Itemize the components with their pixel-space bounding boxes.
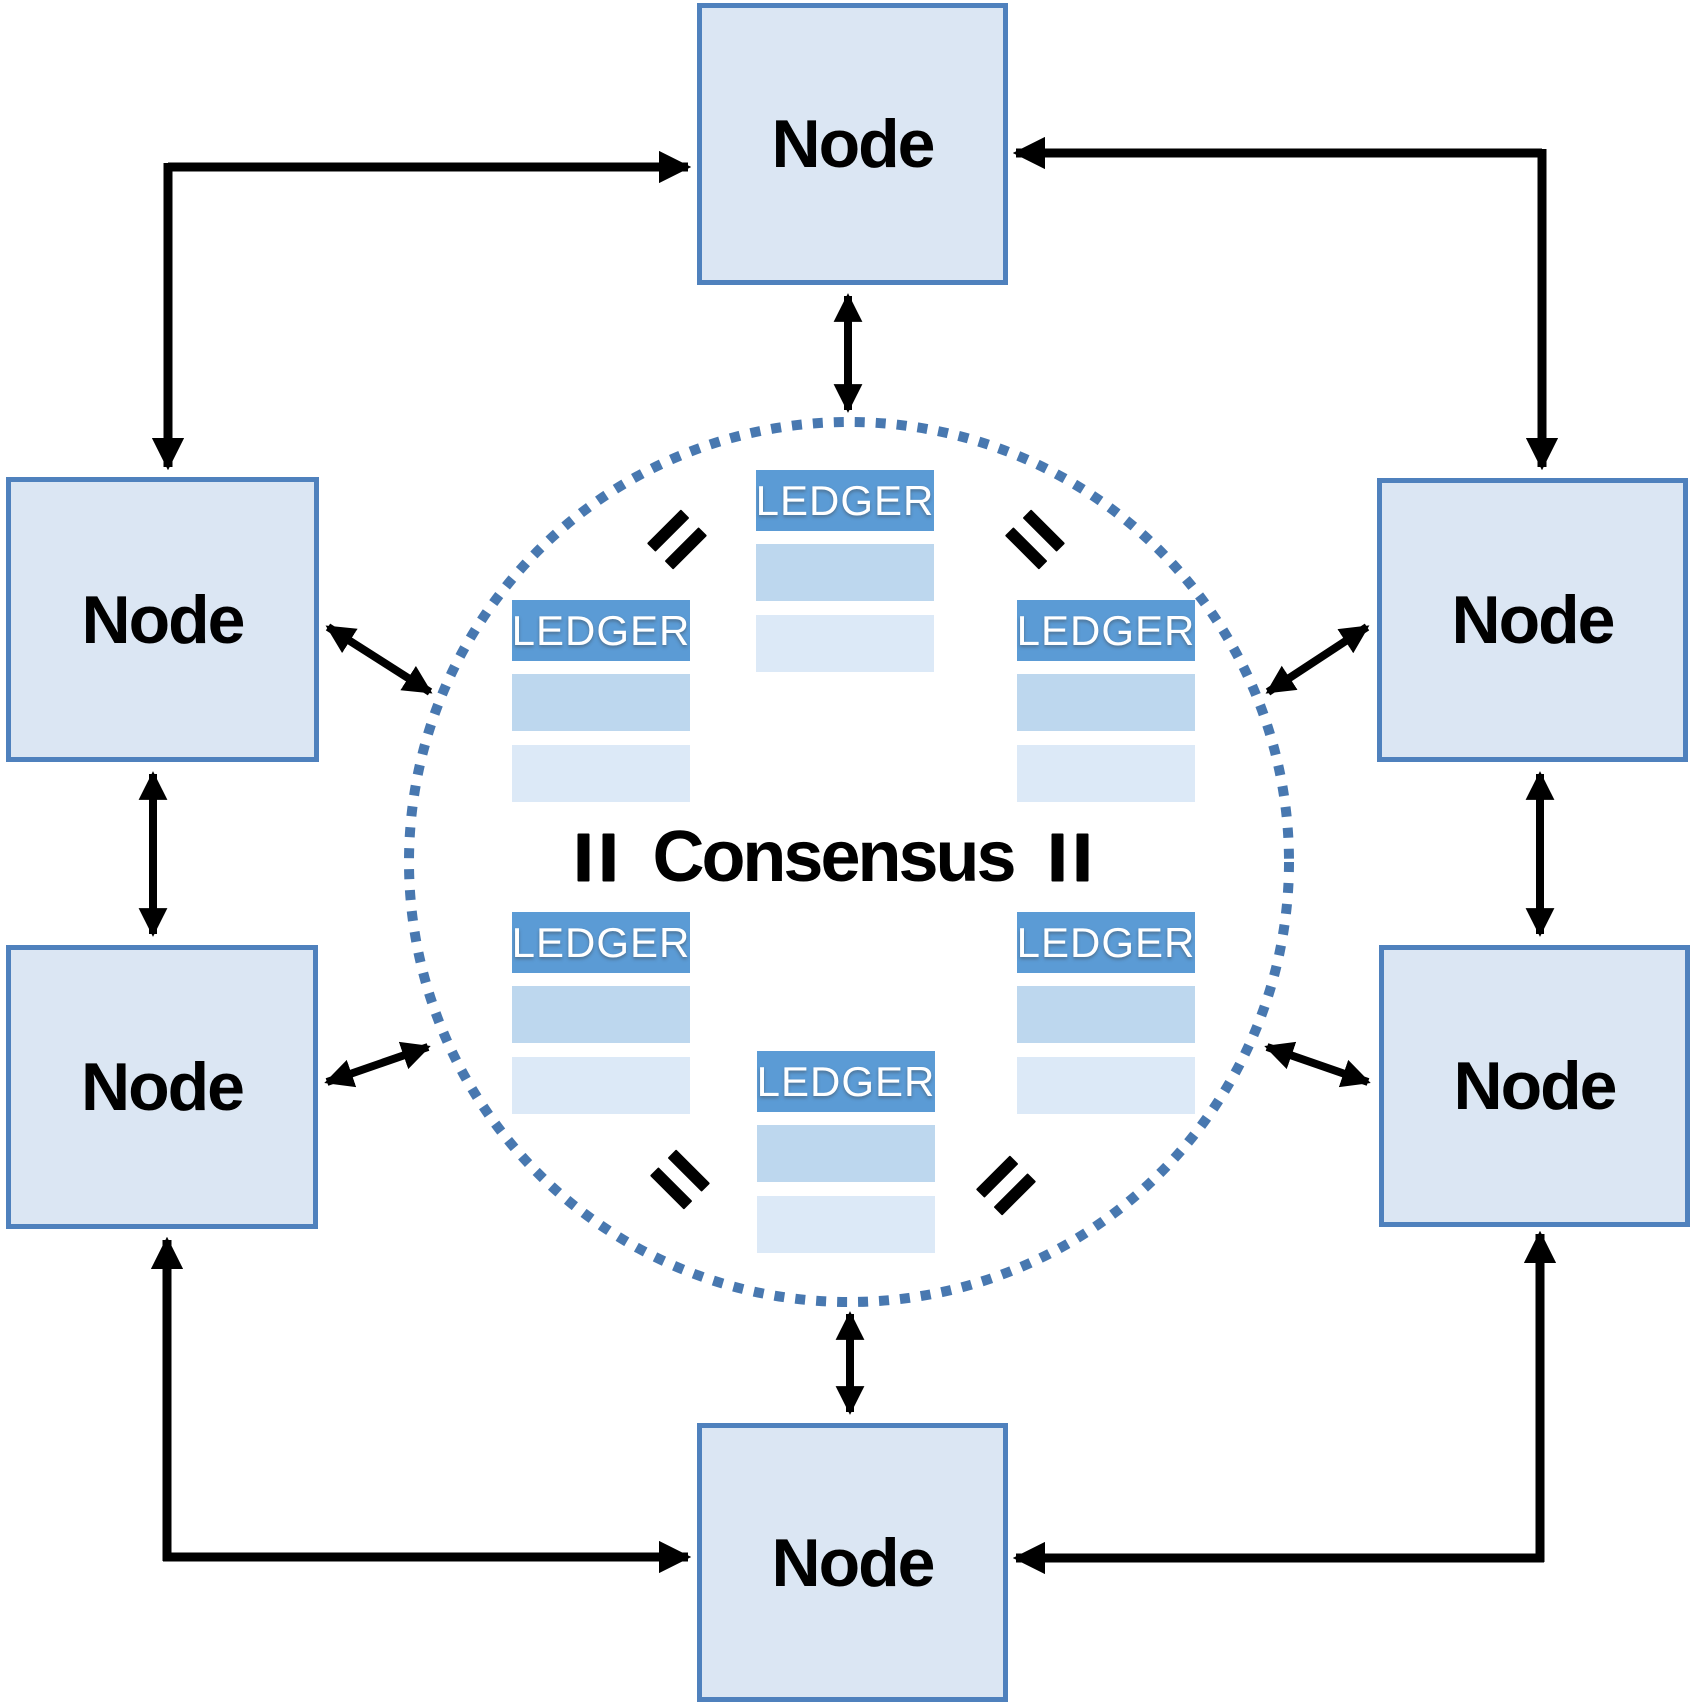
ledger-row [757, 1196, 935, 1253]
ledger-lower-right-header: LEDGER [1017, 912, 1195, 973]
ledger-bottom-center: LEDGER [757, 1051, 935, 1253]
ledger-top-center-header: LEDGER [756, 470, 934, 531]
ledger-row [1017, 1057, 1195, 1114]
arrow-upperleft-consensus [325, 623, 433, 696]
ledger-upper-left: LEDGER [512, 600, 690, 802]
ledger-row [512, 986, 690, 1043]
ledger-bottom-center-header: LEDGER [757, 1051, 935, 1112]
ledger-row [1017, 745, 1195, 802]
ledger-top-center: LEDGER [756, 470, 934, 672]
ledger-upper-left-header: LEDGER [512, 600, 690, 661]
consensus-label: Consensus [652, 817, 1016, 897]
node-top-label: Node [771, 106, 936, 182]
ledger-lower-left: LEDGER [512, 912, 690, 1114]
ledger-row [512, 745, 690, 802]
arrow-lowerleft-consensus [324, 1041, 431, 1088]
ledger-row [757, 1125, 935, 1182]
arrow-lowerright-consensus [1264, 1041, 1371, 1088]
ledger-row [756, 615, 934, 672]
ledger-row [1017, 674, 1195, 731]
ledger-row [512, 674, 690, 731]
consensus-ring [404, 417, 1294, 1307]
ledger-upper-right: LEDGER [1017, 600, 1195, 802]
ledger-row [512, 1057, 690, 1114]
ledger-row [756, 544, 934, 601]
node-lower-left: Node [6, 945, 318, 1229]
node-bottom-label: Node [771, 1524, 936, 1601]
node-upper-right-label: Node [1451, 582, 1616, 658]
node-upper-left: Node [6, 477, 319, 762]
node-upper-right: Node [1377, 478, 1688, 762]
node-lower-right: Node [1379, 945, 1690, 1227]
ledger-row [1017, 986, 1195, 1043]
node-lower-right-label: Node [1453, 1048, 1618, 1124]
arrow-upperright-consensus [1265, 623, 1370, 696]
node-upper-left-label: Node [81, 581, 246, 658]
node-top: Node [697, 3, 1008, 285]
ledger-lower-left-header: LEDGER [512, 912, 690, 973]
ledger-lower-right: LEDGER [1017, 912, 1195, 1114]
node-lower-left-label: Node [81, 1049, 245, 1125]
node-bottom: Node [697, 1423, 1008, 1702]
ledger-upper-right-header: LEDGER [1017, 600, 1195, 661]
